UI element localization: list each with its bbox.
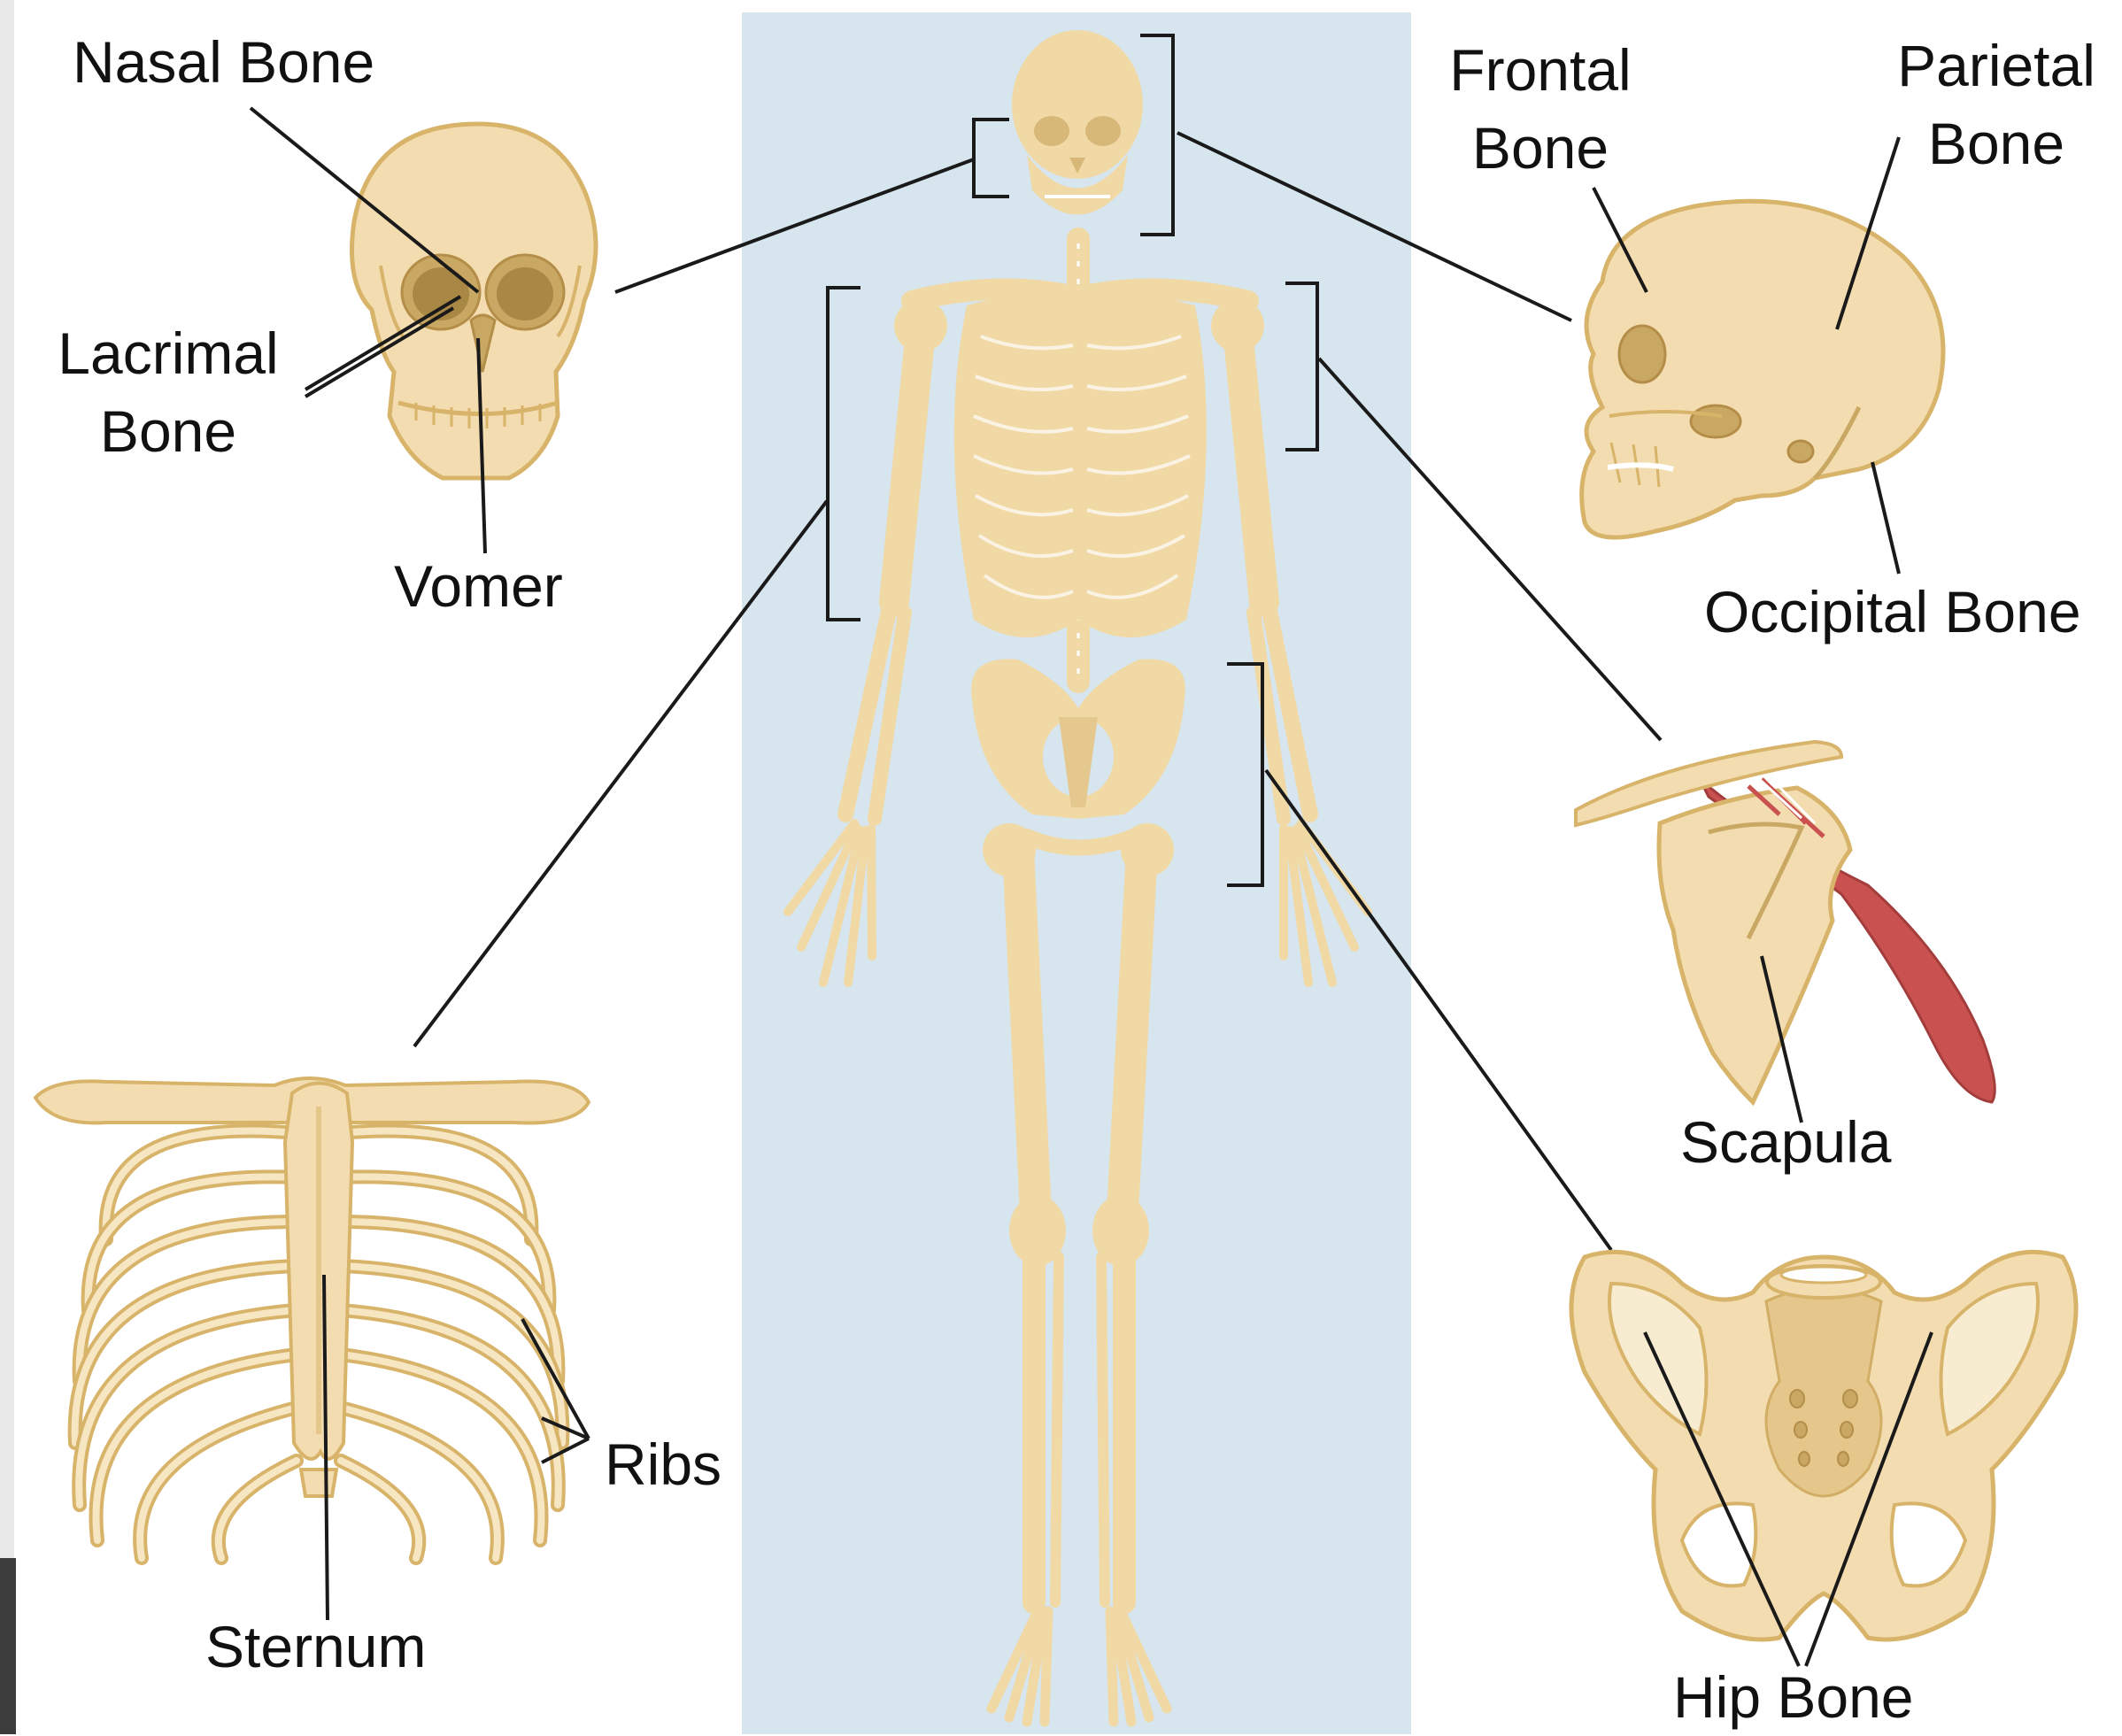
label-vomer: Vomer xyxy=(394,547,563,625)
label-nasal-bone: Nasal Bone xyxy=(73,23,374,101)
label-lacrimal-bone-line2: Bone xyxy=(35,392,301,470)
label-lacrimal-bone-line1: Lacrimal xyxy=(35,314,301,392)
label-scapula: Scapula xyxy=(1680,1103,1892,1181)
label-hip-bone: Hip Bone xyxy=(1673,1658,1914,1736)
ribcage-illustration xyxy=(35,1078,589,1558)
label-frontal-bone: Frontal Bone xyxy=(1416,31,1664,187)
label-sternum: Sternum xyxy=(205,1608,426,1686)
label-frontal-bone-line1: Frontal xyxy=(1416,31,1664,109)
pelvis-illustration xyxy=(1571,1252,2076,1640)
label-lacrimal-bone: Lacrimal Bone xyxy=(35,314,301,470)
skull-side-illustration xyxy=(1582,201,1943,537)
label-frontal-bone-line2: Bone xyxy=(1416,109,1664,187)
label-parietal-bone-line1: Parietal xyxy=(1868,27,2122,104)
left-edge-strip xyxy=(0,0,14,1734)
label-parietal-bone-line2: Bone xyxy=(1868,104,2122,182)
label-occipital-bone: Occipital Bone xyxy=(1704,573,2081,651)
label-ribs: Ribs xyxy=(605,1425,721,1503)
left-edge-shadow xyxy=(0,1558,16,1734)
skull-front-illustration xyxy=(352,124,597,478)
label-parietal-bone: Parietal Bone xyxy=(1868,27,2122,182)
